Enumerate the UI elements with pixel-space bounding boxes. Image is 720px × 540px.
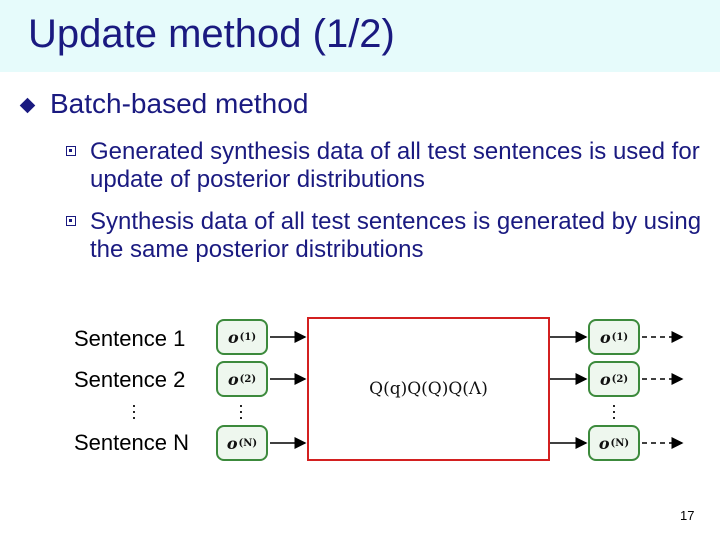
square-bullet-icon	[66, 146, 76, 156]
obs-index: (N)	[610, 437, 630, 449]
obs-index: (2)	[611, 373, 629, 385]
input-observation-2: o(2)	[216, 361, 268, 397]
input-observation-n: o(N)	[216, 425, 268, 461]
sentence-label: Sentence N	[74, 430, 189, 455]
vertical-ellipsis: ···	[238, 395, 244, 427]
obs-symbol: o	[227, 369, 239, 389]
page-number: 17	[680, 508, 695, 523]
sentence-label: Sentence 1	[74, 326, 186, 351]
obs-index: (1)	[239, 331, 257, 343]
obs-index: (1)	[611, 331, 629, 343]
input-observation-1: o(1)	[216, 319, 268, 355]
slide-title: Update method (1/2)	[28, 12, 395, 56]
output-observation-2: o(2)	[588, 361, 640, 397]
sentence-label: Sentence 2	[74, 367, 186, 392]
obs-symbol: o	[226, 433, 238, 453]
output-observation-1: o(1)	[588, 319, 640, 355]
main-bullet-text: Batch-based method	[50, 88, 309, 119]
obs-symbol: o	[599, 327, 611, 347]
sub-bullet-text: Synthesis data of all test sentences is …	[90, 208, 702, 263]
obs-symbol: o	[227, 327, 239, 347]
sub-bullet-text: Generated synthesis data of all test sen…	[90, 138, 700, 193]
obs-symbol: o	[598, 433, 610, 453]
square-bullet-icon	[66, 216, 76, 226]
posterior-box: Q(q)Q(Q)Q(Λ)	[307, 317, 550, 461]
posterior-formula: Q(q)Q(Q)Q(Λ)	[369, 379, 488, 399]
obs-index: (N)	[238, 437, 258, 449]
obs-symbol: o	[599, 369, 611, 389]
vertical-ellipsis: ···	[611, 395, 617, 427]
obs-index: (2)	[239, 373, 257, 385]
output-observation-n: o(N)	[588, 425, 640, 461]
title-bar	[0, 0, 720, 72]
vertical-ellipsis: ···	[131, 395, 137, 427]
